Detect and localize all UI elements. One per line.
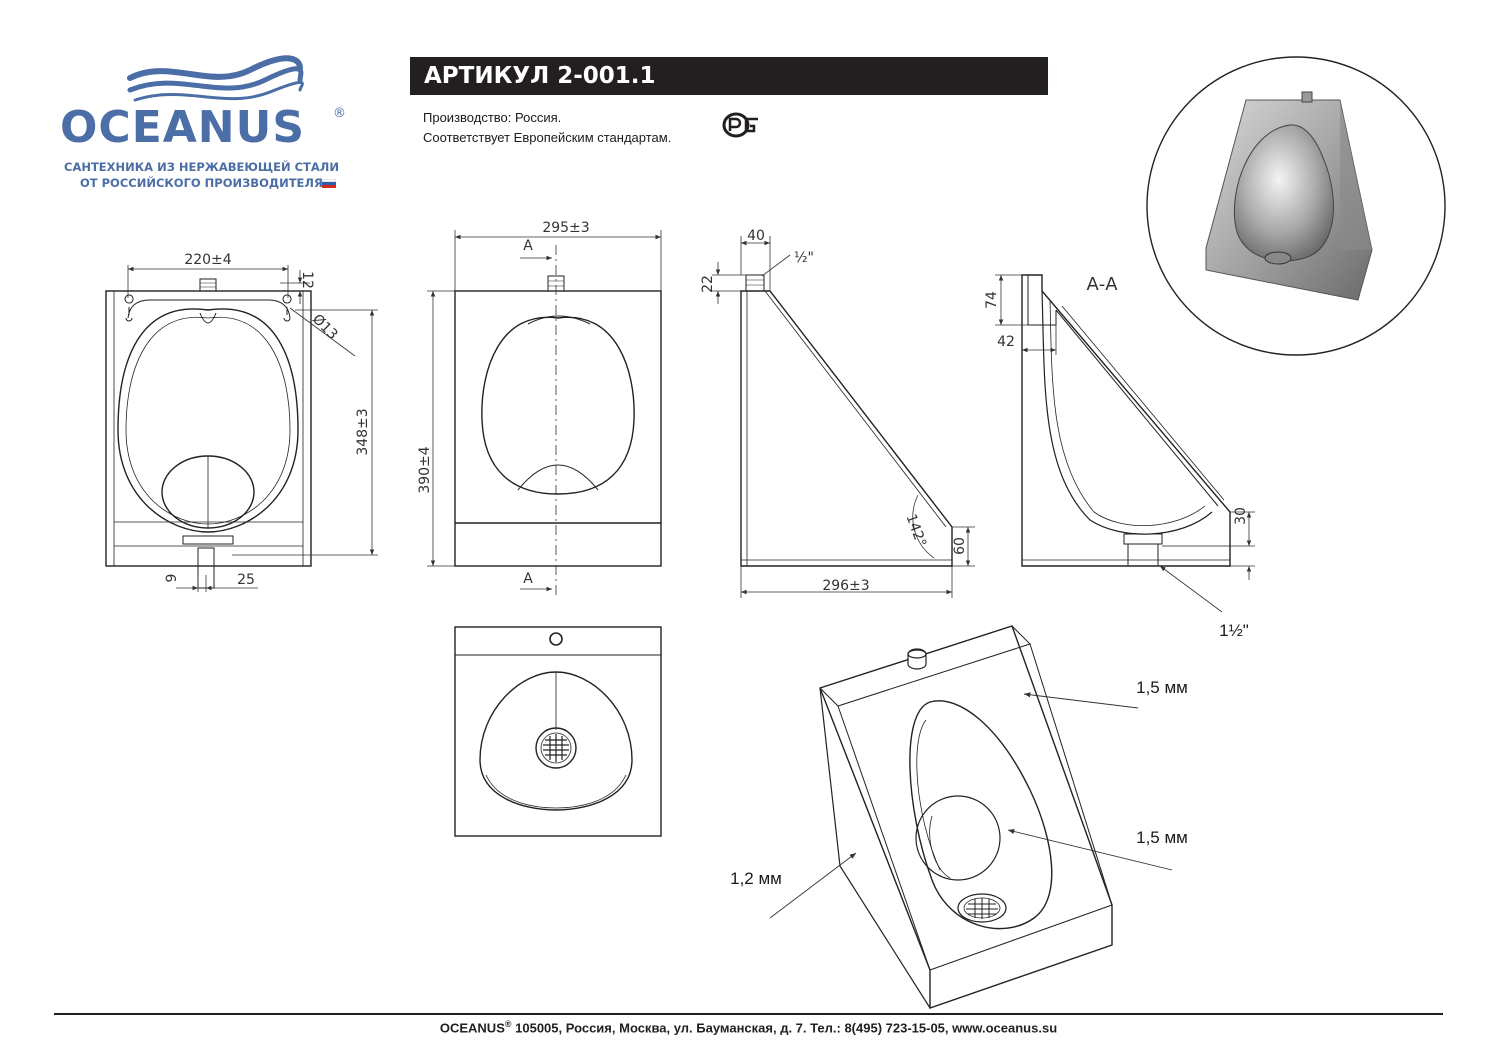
footer-brand: OCEANUS	[439, 1020, 505, 1036]
footer-registered-mark: ®	[504, 1019, 512, 1029]
footer-contact: OCEANUS® 105005, Россия, Москва, ул. Бау…	[0, 1019, 1497, 1035]
front-view-section	[454, 275, 662, 567]
isometric-view	[819, 625, 1113, 1009]
front-view-mounting	[105, 278, 312, 589]
isometric-drain-grate-icon	[966, 898, 998, 919]
side-angle-label: 142°	[902, 512, 929, 549]
brand-tagline-line2: ОТ РОССИЙСКОГО ПРОИЗВОДИТЕЛЯ	[80, 176, 323, 190]
section-mark-bottom: А	[523, 571, 533, 587]
side-top-label: 40	[747, 228, 765, 244]
brand-name: OCEANUS	[60, 102, 306, 153]
side-bottom-label: 60	[952, 537, 968, 555]
section-view	[1021, 274, 1231, 567]
production-country: Производство: Россия.	[423, 110, 562, 125]
oceanus-logo-waves-icon	[127, 55, 304, 102]
footer-address: 105005, Россия, Москва, ул. Бауманская, …	[511, 1020, 1058, 1036]
front-view-section-dimensions	[427, 230, 662, 598]
brand-tagline-line1: САНТЕХНИКА ИЗ НЕРЖАВЕЮЩЕЙ СТАЛИ	[64, 160, 339, 174]
thickness-top-label: 1,5 мм	[1136, 678, 1188, 697]
front-width-label: 220±4	[184, 252, 231, 268]
article-number: АРТИКУЛ 2-001.1	[424, 63, 656, 89]
side-view-dimensions	[712, 236, 975, 598]
side-inlet-label: ½"	[794, 250, 814, 266]
thickness-callout-leaders	[769, 692, 1173, 919]
thickness-side-label: 1,2 мм	[730, 869, 782, 888]
side-pipe-label: 22	[700, 275, 716, 293]
russian-flag-icon	[322, 179, 336, 188]
side-depth-label: 296±3	[822, 578, 869, 594]
front-view-mounting-dimensions	[127, 265, 378, 592]
footer-divider	[54, 1013, 1443, 1015]
section-view-dimensions	[995, 274, 1255, 613]
drain-width-label: 25	[237, 572, 255, 588]
product-photo	[1146, 56, 1446, 356]
front-height-label: 348±3	[355, 408, 371, 455]
top-view	[454, 626, 662, 837]
thickness-bowl-label: 1,5 мм	[1136, 828, 1188, 847]
front2-height-label: 390±4	[417, 446, 433, 493]
mount-hole-label: Ø13	[309, 311, 341, 343]
rst-certification-icon	[722, 112, 758, 138]
section-outlet-label: 1½"	[1219, 621, 1249, 640]
standards-compliance: Соответствует Европейским стандартам.	[423, 130, 672, 145]
section-top-label: 74	[984, 291, 1000, 309]
section-label: А-А	[1086, 274, 1118, 295]
section-step-label: 42	[997, 334, 1015, 350]
section-bottom-label: 30	[1233, 507, 1249, 525]
drain-offset-label: 9	[164, 574, 180, 583]
front2-width-label: 295±3	[542, 220, 589, 236]
top-view-drain-grate-icon	[543, 734, 569, 762]
side-view	[740, 274, 953, 567]
article-title-bar	[410, 57, 1048, 95]
section-mark-top: А	[523, 238, 533, 254]
front-top-offset-label: 12	[299, 271, 315, 289]
brand-registered-mark: ®	[333, 106, 346, 121]
